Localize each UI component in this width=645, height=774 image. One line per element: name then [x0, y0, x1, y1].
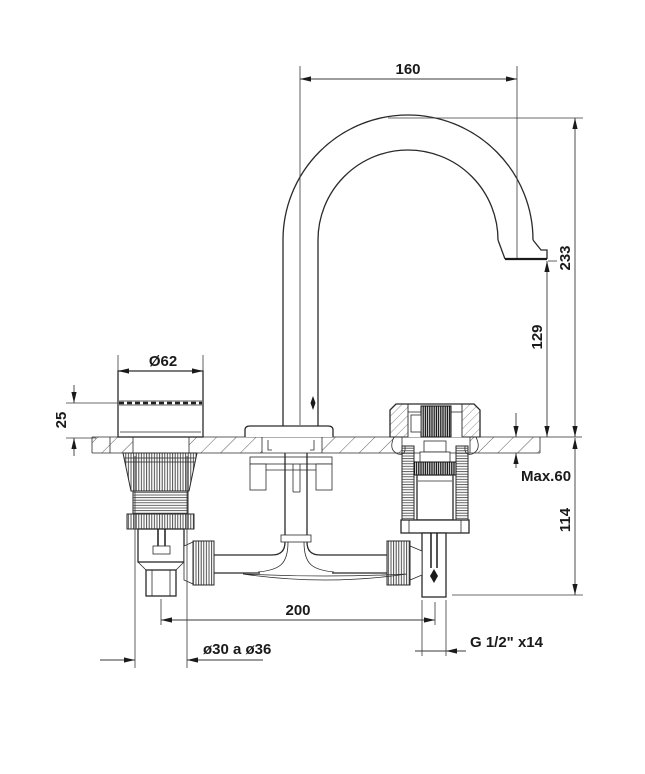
mount-hook-right	[310, 440, 315, 451]
dim-label-mounting-hole-diameter: ø30 a ø36	[203, 641, 271, 658]
shank-collar	[280, 534, 312, 543]
deck-hatch-segment	[470, 437, 540, 453]
deck-hatch-segment	[92, 437, 133, 453]
arrowhead	[192, 368, 203, 374]
cartridge-clip	[410, 414, 422, 433]
mount-washer	[249, 456, 333, 465]
dim-outlet-height: 129	[529, 260, 557, 437]
dim-label-handle-diameter: Ø62	[149, 353, 177, 370]
spout-base-flange	[244, 425, 334, 437]
spout-tip-right-wall	[532, 239, 548, 259]
left-valve-neck-chamfer	[137, 561, 185, 571]
spout-mounting-hardware	[249, 440, 333, 543]
arrowhead	[71, 392, 77, 403]
dim-spout-reach: 160	[299, 61, 518, 425]
pipe-lens-break	[242, 573, 408, 581]
arrowhead	[572, 426, 578, 437]
dim-mounting-hole-diameter: ø30 a ø36	[100, 456, 271, 668]
dim-label-handle-height: 25	[53, 412, 70, 429]
arrowhead	[506, 76, 517, 82]
arrowhead	[118, 368, 129, 374]
spout-center-mark	[310, 396, 316, 410]
left-handle	[117, 370, 204, 438]
spout-outer-arc	[282, 114, 534, 241]
dim-label-spout-height: 233	[557, 245, 574, 270]
dim-spout-height: 233	[388, 117, 583, 437]
left-inlet-tube	[145, 569, 177, 597]
arrowhead	[513, 453, 519, 464]
arrowhead	[424, 617, 435, 623]
right-valve-inlet-cone	[409, 545, 423, 581]
dim-handle-diameter: Ø62	[117, 353, 204, 374]
arrowhead	[513, 426, 519, 437]
arrowhead	[572, 584, 578, 595]
right-valve-section	[386, 436, 479, 598]
right-handle-wall-right	[461, 403, 481, 438]
arrowhead	[572, 438, 578, 449]
arrowhead	[544, 426, 550, 437]
valve-bottom-flange	[400, 519, 470, 534]
cartridge-body	[416, 474, 454, 521]
dim-label-max-deck-thickness: Max.60	[521, 468, 571, 485]
arrowhead	[71, 438, 77, 449]
dim-label-spout-reach: 160	[395, 61, 420, 78]
valve-thread-left	[401, 445, 415, 525]
dim-under-deck-depth: 114	[452, 438, 583, 596]
left-compression-nut	[192, 540, 215, 586]
left-valve-outlet-cone	[183, 541, 194, 585]
mount-leg-left	[249, 463, 267, 491]
deck-hatch-segment	[189, 437, 262, 453]
deck-hatch-segment	[322, 437, 402, 453]
dim-inlet-thread: G 1/2" x14	[415, 600, 544, 656]
dim-max-deck-thickness: Max.60	[513, 413, 571, 485]
dim-label-outlet-height: 129	[529, 324, 546, 349]
cartridge-locknut	[413, 461, 457, 476]
arrowhead	[161, 617, 172, 623]
dim-hole-spacing: 200	[160, 599, 436, 625]
arrowhead	[300, 76, 311, 82]
tee-skirt-left	[257, 541, 289, 573]
supply-pipe	[214, 541, 408, 581]
mount-leg-right	[315, 463, 333, 491]
gooseneck-spout	[244, 114, 548, 437]
arrowhead	[544, 261, 550, 272]
right-handle-wall-left	[389, 403, 409, 438]
tee-fillet-left	[271, 541, 286, 556]
right-handle-section	[389, 403, 481, 438]
left-valve-mounting-cone	[122, 452, 198, 492]
mount-hook-left	[267, 440, 272, 451]
tee-fillet-right	[306, 541, 321, 556]
cartridge-step	[419, 451, 451, 463]
valve-thread-right	[455, 445, 469, 525]
left-valve-locknut	[126, 513, 195, 530]
countertop-deck	[91, 436, 582, 454]
cartridge-stem	[423, 440, 447, 453]
left-valve-body	[122, 452, 215, 597]
arrowhead	[187, 657, 198, 663]
left-valve-housing	[137, 528, 185, 563]
dim-label-hole-spacing: 200	[285, 602, 310, 619]
arrowhead	[124, 657, 135, 663]
spout-inner-arc	[317, 149, 499, 241]
arrowhead	[446, 648, 457, 654]
spout-tip-left-wall	[497, 239, 506, 260]
arrowhead	[572, 118, 578, 129]
right-compression-nut	[386, 540, 411, 586]
dim-label-under-deck-depth: 114	[557, 507, 574, 532]
flow-diamond-mark	[430, 569, 438, 583]
cartridge-spline	[420, 405, 452, 438]
right-inlet-tube	[421, 532, 447, 598]
dim-handle-height: 25	[53, 385, 118, 456]
left-valve-seat	[152, 545, 171, 555]
tee-skirt-right	[303, 541, 335, 573]
dim-label-inlet-thread: G 1/2" x14	[470, 634, 544, 651]
left-valve-threaded-shank	[132, 490, 189, 515]
